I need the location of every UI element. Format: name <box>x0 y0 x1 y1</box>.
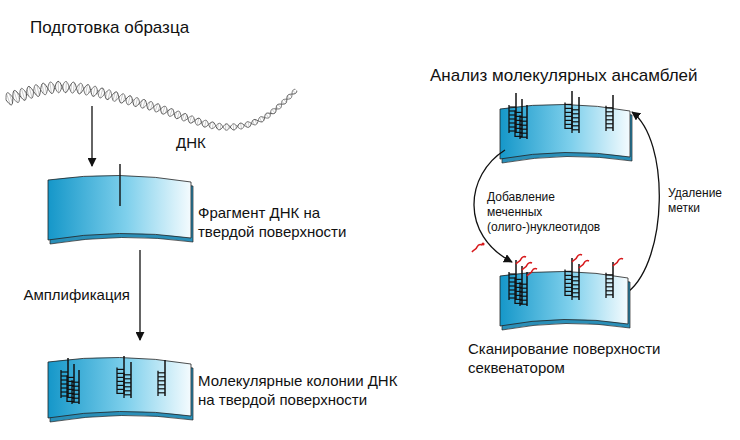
step-label: Удаление метки <box>668 186 736 216</box>
edge-label: Амплификация <box>23 286 130 305</box>
step-label: Добавление меченных (олиго-)нуклеотидов <box>487 190 611 235</box>
surface-node: Фрагмент ДНК на твердой поверхности <box>48 172 383 248</box>
edge-label-holder: Амплификация <box>23 286 130 305</box>
label-mark <box>481 242 484 245</box>
surface-node: Молекулярные колонии ДНК на твердой пове… <box>48 342 408 426</box>
dna-helix <box>6 81 297 130</box>
label-mark <box>613 259 623 266</box>
flow-arrow <box>139 250 140 340</box>
node-text-wrap: Фрагмент ДНК на твердой поверхности <box>198 204 378 242</box>
label-mark <box>527 269 537 276</box>
label-mark <box>522 263 532 270</box>
dna-label-holder: ДНК <box>176 134 206 153</box>
surface-strip <box>466 258 638 340</box>
surface-strip <box>500 91 632 163</box>
cycle-arrow <box>628 112 659 292</box>
section-title: Анализ молекулярных ансамблей <box>430 65 698 86</box>
section-title-holder: Подготовка образца <box>30 17 189 38</box>
node-text-wrap: Сканирование поверхности секвенатором <box>468 340 683 378</box>
node-label: Сканирование поверхности секвенатором <box>468 340 683 378</box>
label-mark <box>516 257 526 264</box>
section-title-holder: Анализ молекулярных ансамблей <box>430 65 698 86</box>
surface-strip <box>48 342 201 432</box>
step-label-holder: Добавление меченных (олиго-)нуклеотидов <box>487 190 611 235</box>
dna-label: ДНК <box>176 134 206 153</box>
node-text-wrap: Молекулярные колонии ДНК на твердой пове… <box>198 372 403 410</box>
flow-arrow <box>91 106 92 166</box>
label-mark <box>572 255 582 262</box>
surface-strip <box>48 172 201 254</box>
surface-node: Сканирование поверхности секвенатором <box>466 258 696 378</box>
node-label: Молекулярные колонии ДНК на твердой пове… <box>198 372 403 410</box>
label-mark <box>472 245 482 252</box>
section-title: Подготовка образца <box>30 17 189 38</box>
step-label-holder: Удаление метки <box>668 186 736 216</box>
label-mark <box>579 261 589 268</box>
node-label: Фрагмент ДНК на твердой поверхности <box>198 204 378 242</box>
